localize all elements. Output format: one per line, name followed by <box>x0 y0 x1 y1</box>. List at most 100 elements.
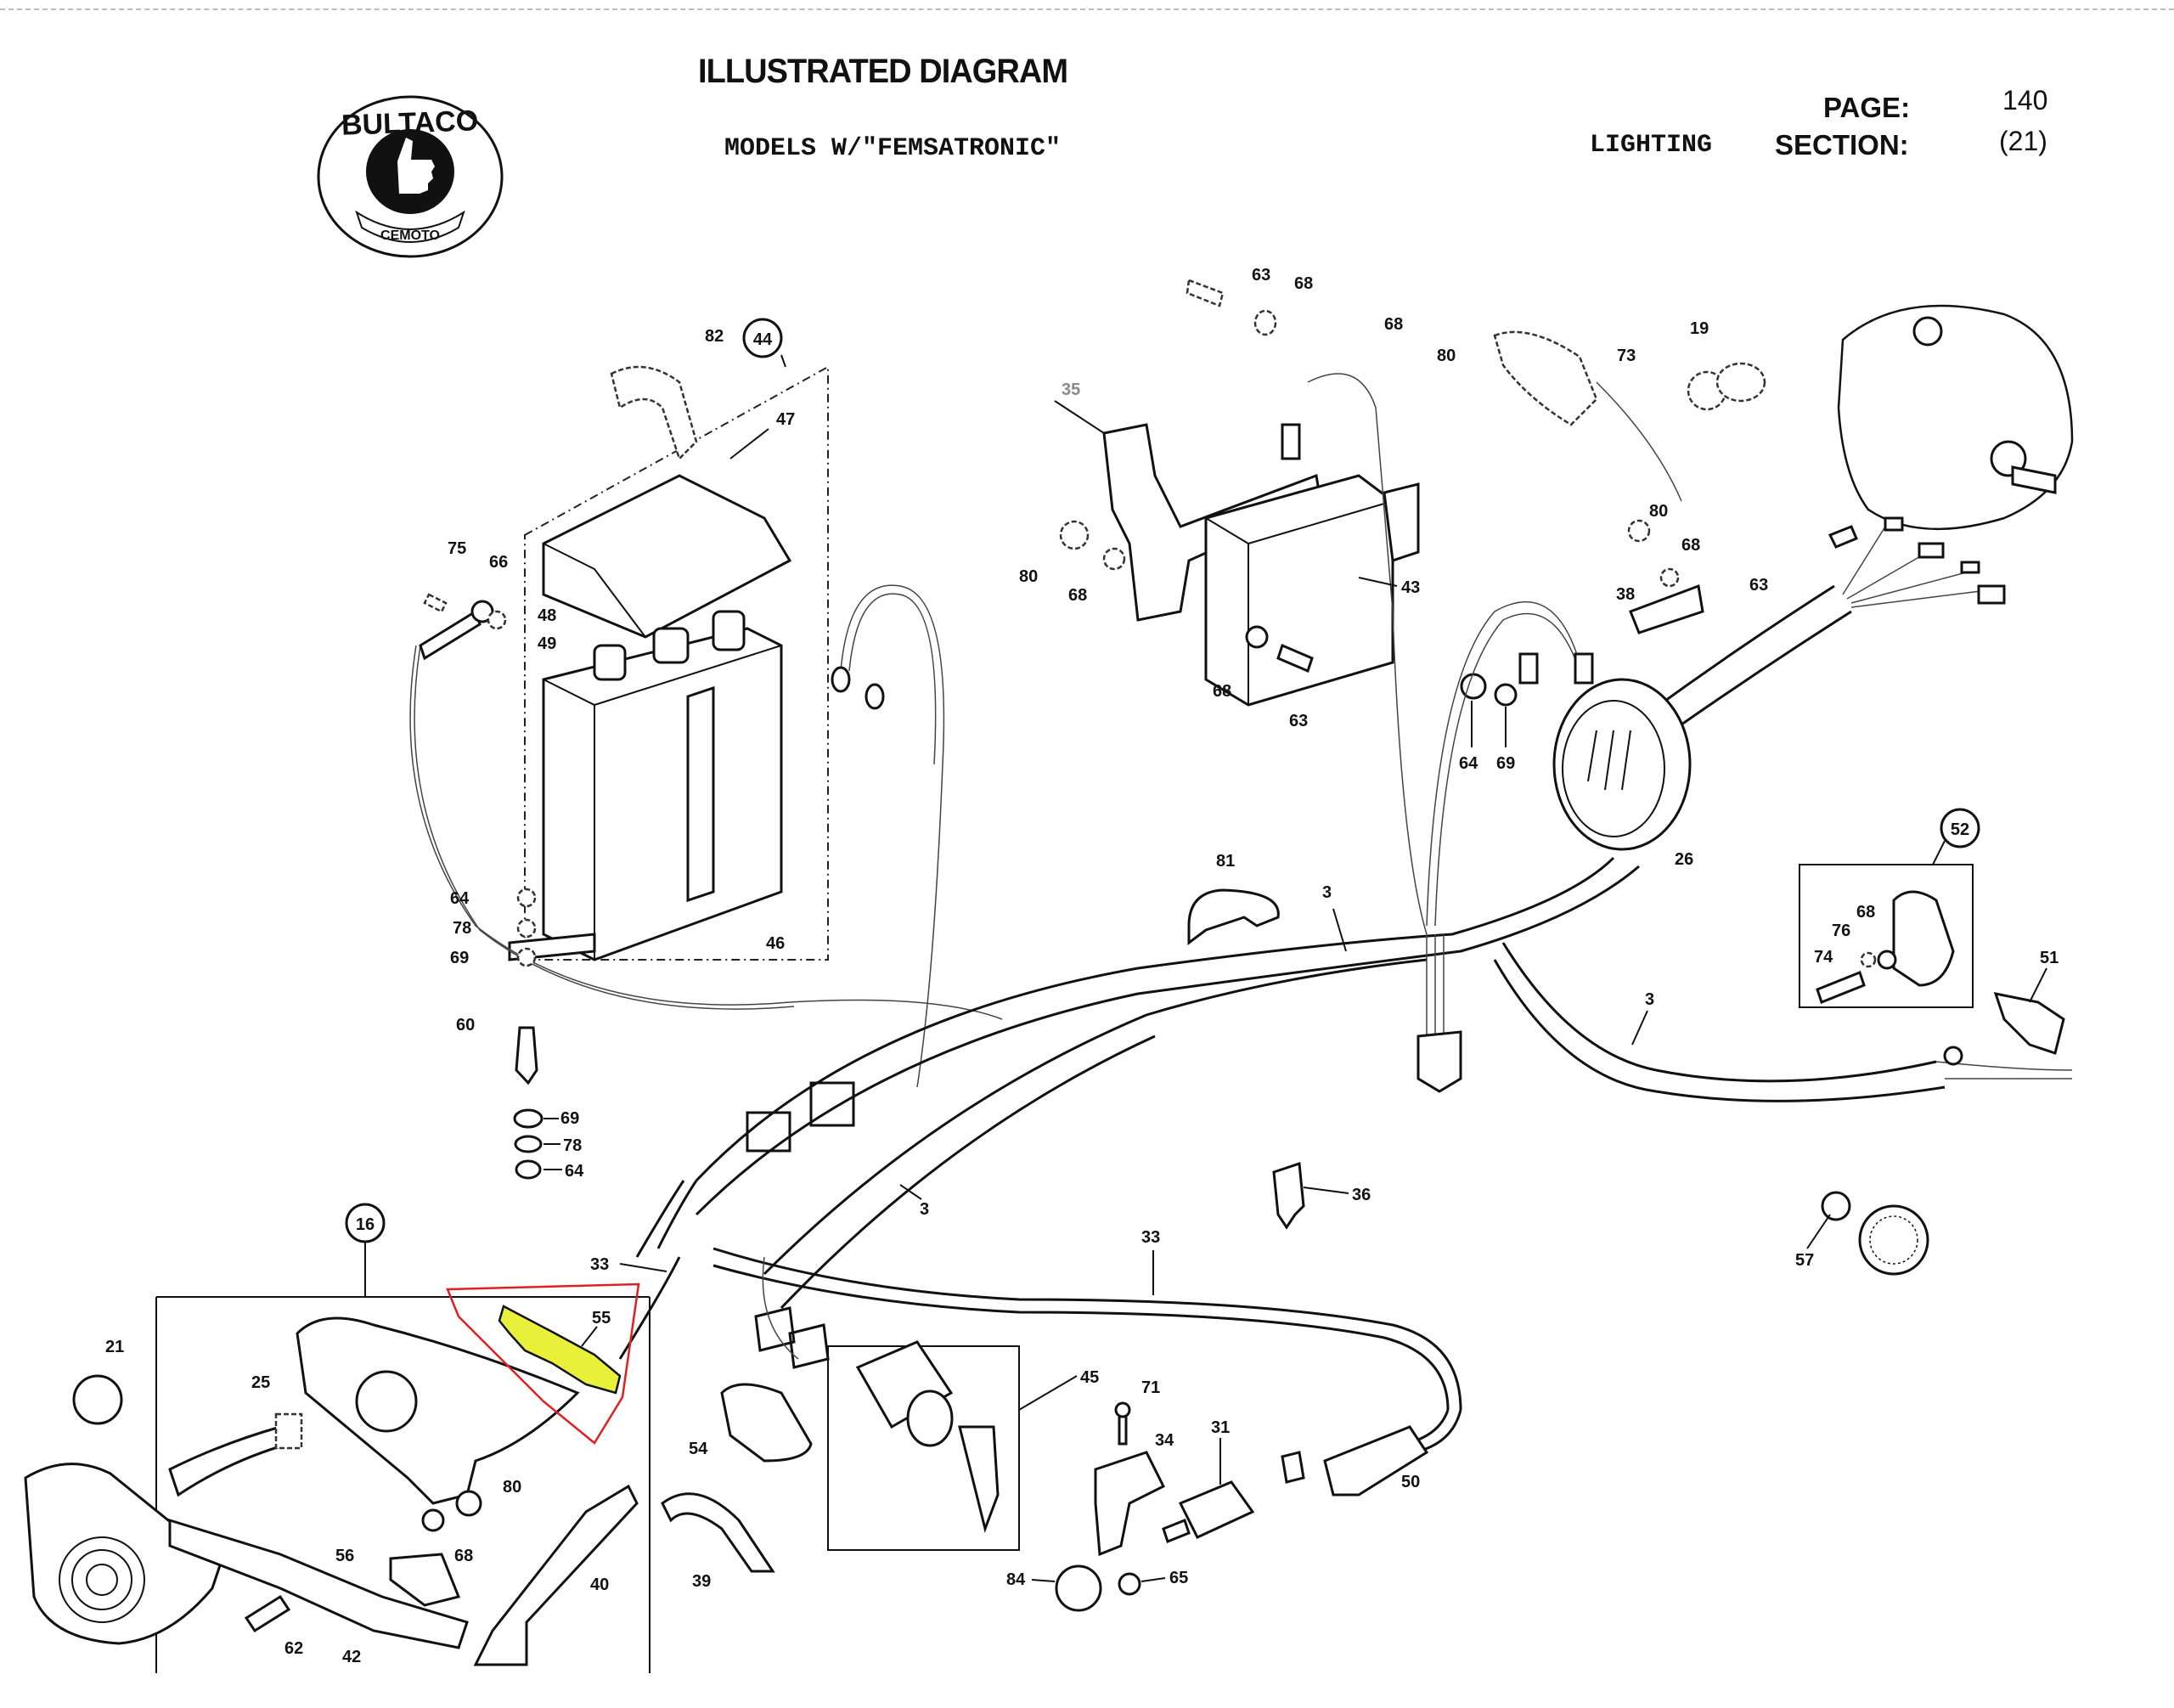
washer-68-switch <box>1877 950 1897 970</box>
label-65: 65 <box>1169 1569 1188 1587</box>
tail-wires <box>168 1425 291 1497</box>
section-number: (21) <box>1999 126 2047 156</box>
label-71: 71 <box>1141 1378 1160 1397</box>
regulator-tab <box>1383 482 1420 563</box>
headlight-leads <box>1842 526 1988 608</box>
headlight-shell <box>1837 304 2074 531</box>
section-name: LIGHTING <box>1590 131 1713 160</box>
label-62: 62 <box>284 1639 303 1658</box>
main-harness-3 <box>695 856 2073 1310</box>
label-33-left: 33 <box>590 1255 609 1274</box>
logo-brand-text: BULTACO <box>341 104 478 142</box>
label-3-lower: 3 <box>920 1200 929 1219</box>
group-label-16: 16 <box>356 1215 375 1234</box>
nut-64-top <box>516 888 537 908</box>
headlight-assembly <box>1493 304 2074 732</box>
oil-sensor-31 <box>1162 1480 1255 1543</box>
cable-33 <box>618 1180 1462 1454</box>
regulator-wire <box>1307 373 1428 935</box>
ring-terminal-negative <box>865 683 885 710</box>
bolt-62 <box>244 1594 291 1633</box>
bulb-19 <box>1687 362 1766 411</box>
battery-group: 44 <box>508 318 829 961</box>
bolt-75 <box>423 593 448 613</box>
label-81: 81 <box>1216 852 1235 871</box>
bultaco-logo: BULTACO CEMOTO <box>317 95 504 258</box>
headlight-bracket-73 <box>1493 330 1598 426</box>
label-64-horn: 64 <box>1459 754 1478 773</box>
label-80-right: 80 <box>1649 502 1668 521</box>
tail-housing <box>296 1316 580 1505</box>
nut-80-left <box>1059 520 1090 550</box>
tail-bulb-21 <box>72 1374 123 1425</box>
thumbs-up-icon <box>397 138 435 194</box>
label-50: 50 <box>1401 1473 1420 1491</box>
connector-plug-left <box>746 1111 791 1153</box>
bolt-63-top <box>1186 279 1225 307</box>
label-57: 57 <box>1795 1251 1814 1270</box>
label-38: 38 <box>1616 585 1635 604</box>
label-69-horn: 69 <box>1496 754 1515 773</box>
label-78-bottom: 78 <box>563 1136 582 1155</box>
switch-group: 52 <box>1799 808 1980 1008</box>
label-33-center: 33 <box>1141 1228 1160 1247</box>
bolt-63 <box>1276 643 1314 674</box>
harness-branch-wires <box>1426 934 1445 1036</box>
label-21: 21 <box>105 1338 124 1356</box>
ignition-connectors <box>754 1306 830 1369</box>
label-51: 51 <box>2040 949 2059 967</box>
part-labels: 82 47 75 66 48 49 64 78 69 60 69 78 64 4… <box>105 266 2059 1666</box>
nut-64-horn <box>1460 673 1487 700</box>
label-80-tail: 80 <box>503 1478 521 1497</box>
battery-vent-cap <box>712 610 746 651</box>
nut-66 <box>487 610 507 630</box>
label-68-right: 68 <box>1681 536 1700 555</box>
label-3-upper: 3 <box>1322 883 1332 902</box>
group-badge-52 <box>1940 808 1980 848</box>
cable-clip-81 <box>1187 888 1280 945</box>
label-3-right: 3 <box>1645 990 1654 1009</box>
screw-74 <box>1816 971 1866 1004</box>
battery-group-frame <box>524 365 829 961</box>
label-63-regulator: 63 <box>1289 712 1308 730</box>
label-40: 40 <box>590 1576 609 1594</box>
lock-washer-76 <box>1860 951 1877 968</box>
horn-assembly <box>1426 600 1692 927</box>
grommet-25 <box>274 1412 303 1450</box>
page-label: PAGE: <box>1823 92 1911 123</box>
label-64-bottom: 64 <box>565 1162 584 1181</box>
group-badge-44 <box>742 318 783 358</box>
switch-housing <box>1892 890 1955 987</box>
label-49: 49 <box>538 634 556 653</box>
nut-64-bottom <box>515 1159 542 1180</box>
group-badge-16 <box>345 1203 386 1243</box>
battery-positive-wire <box>840 584 945 1088</box>
ignition-switch-group <box>754 1256 1020 1551</box>
ground-tab-36 <box>1272 1161 1305 1230</box>
switch-knob-51 <box>1993 992 2065 1055</box>
label-42: 42 <box>342 1648 361 1666</box>
ignition-key <box>958 1425 1000 1534</box>
ignition-group-frame <box>827 1345 1020 1551</box>
horn-leads <box>1426 600 1580 927</box>
page-title: ILLUSTRATED DIAGRAM <box>698 53 1068 90</box>
label-47: 47 <box>776 410 795 429</box>
highlighted-part-55[interactable] <box>498 1305 622 1395</box>
label-68-tail: 68 <box>454 1547 473 1565</box>
page-top-border <box>0 8 2174 10</box>
label-34: 34 <box>1155 1431 1174 1450</box>
label-55: 55 <box>592 1309 611 1328</box>
label-76: 76 <box>1832 922 1850 940</box>
nut-84 <box>1055 1564 1102 1612</box>
washer-68-top <box>1253 309 1277 336</box>
washer-69-bottom <box>513 1108 544 1129</box>
bracket-40 <box>473 1484 639 1666</box>
reflector-56 <box>389 1553 461 1607</box>
label-64-top: 64 <box>450 889 470 908</box>
label-66: 66 <box>489 553 508 572</box>
label-68-regulator: 68 <box>1213 682 1231 701</box>
battery-strap <box>686 685 715 903</box>
label-80-left: 80 <box>1019 567 1038 586</box>
label-25: 25 <box>251 1373 270 1392</box>
